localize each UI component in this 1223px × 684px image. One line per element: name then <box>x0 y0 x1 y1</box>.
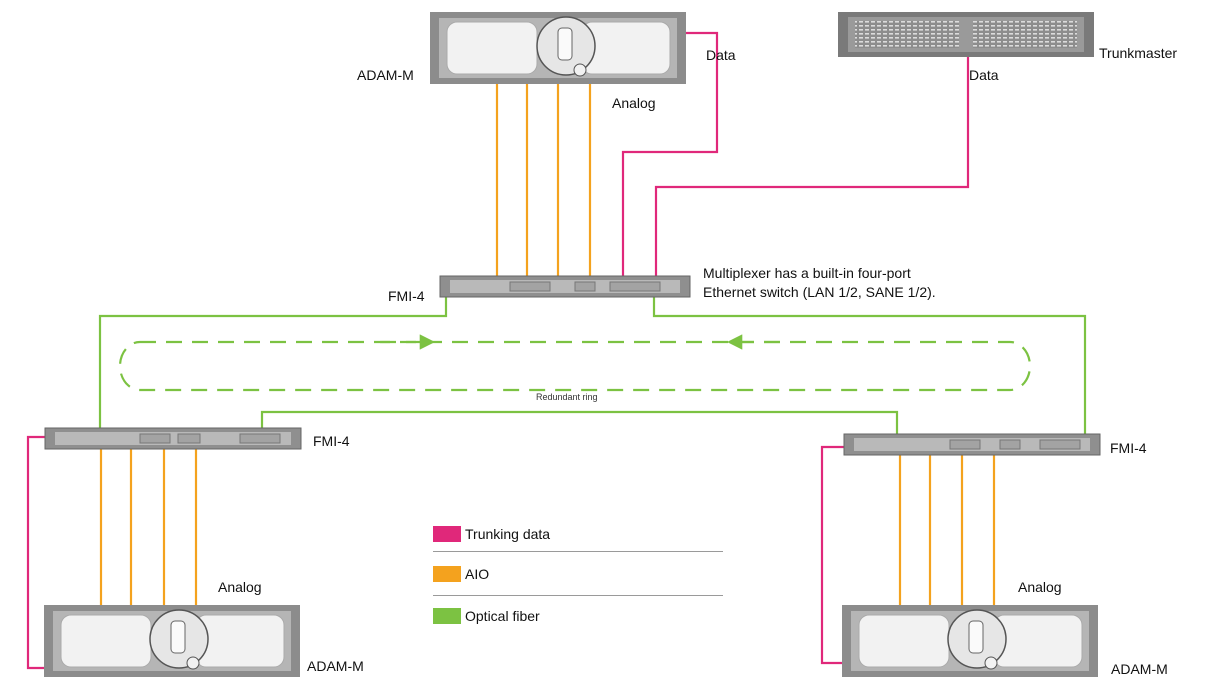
adam-m-label-bottom-left: ADAM-M <box>307 658 364 674</box>
legend-swatch-aio <box>433 566 461 582</box>
legend-item-trunking-data: Trunking data <box>433 524 550 544</box>
fmi-4-label-left: FMI-4 <box>313 433 350 449</box>
multiplexer-note-line2: Ethernet switch (LAN 1/2, SANE 1/2). <box>703 284 936 300</box>
analog-label-bottom-left: Analog <box>218 579 262 595</box>
adam-m-device-bottom-right <box>842 605 1098 677</box>
fmi-4-label-center: FMI-4 <box>388 288 425 304</box>
fmi-4-device-center <box>439 275 691 298</box>
legend-label-trunking-data: Trunking data <box>465 526 551 542</box>
fmi-4-label-right: FMI-4 <box>1110 440 1147 456</box>
trunkmaster-label: Trunkmaster <box>1099 45 1178 61</box>
redundant-ring <box>118 340 1032 392</box>
legend-item-aio: AIO <box>433 564 489 584</box>
trunking-data-connections <box>26 31 970 670</box>
legend-divider <box>433 595 723 596</box>
analog-label-top: Analog <box>612 95 656 111</box>
analog-label-bottom-right: Analog <box>1018 579 1062 595</box>
trunkmaster-device <box>838 12 1094 57</box>
aio-connections-bottom-left <box>99 447 198 620</box>
legend-label-aio: AIO <box>465 566 490 582</box>
data-label-top: Data <box>706 47 736 63</box>
fmi-4-device-left <box>44 427 302 450</box>
legend-item-optical-fiber: Optical fiber <box>433 606 540 626</box>
legend-swatch-trunking-data <box>433 526 461 542</box>
aio-connections-top <box>495 82 592 277</box>
adam-m-device-top <box>430 12 686 84</box>
data-label-trunkmaster: Data <box>969 67 999 83</box>
redundant-ring-label: Redundant ring <box>536 392 598 402</box>
optical-fiber-connections <box>98 295 1087 435</box>
legend-label-optical-fiber: Optical fiber <box>465 608 540 624</box>
adam-m-device-bottom-left <box>44 605 300 677</box>
legend-divider <box>433 551 723 552</box>
adam-m-label-top: ADAM-M <box>357 67 414 83</box>
fmi-4-device-right <box>843 433 1101 456</box>
multiplexer-note-line1: Multiplexer has a built-in four-port <box>703 265 911 281</box>
legend-swatch-optical-fiber <box>433 608 461 624</box>
aio-connections-bottom-right <box>898 454 996 622</box>
adam-m-label-bottom-right: ADAM-M <box>1111 661 1168 677</box>
